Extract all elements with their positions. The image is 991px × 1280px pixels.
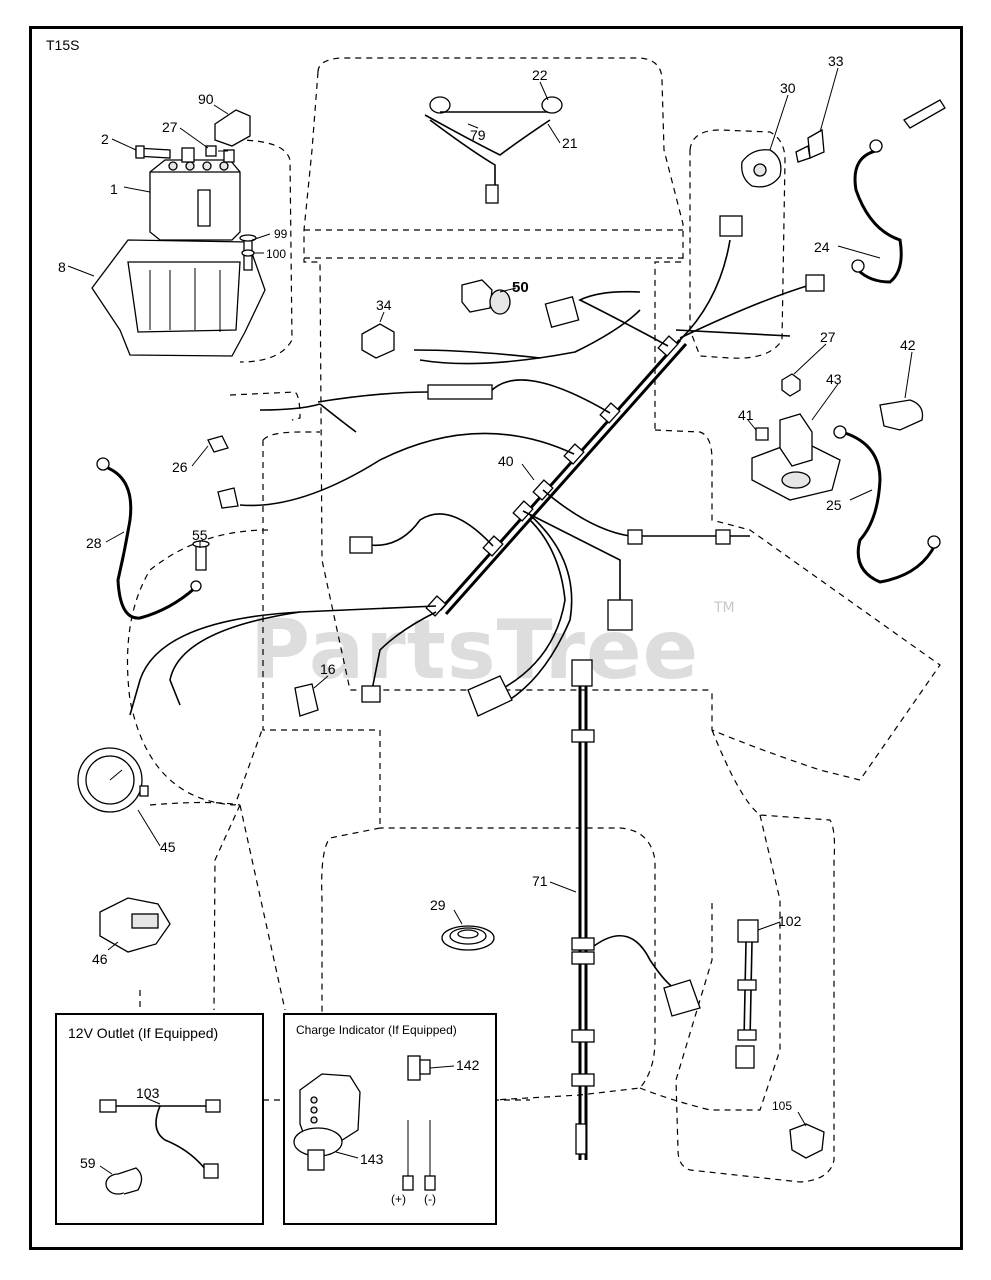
- inset-charge-indicator-title: Charge Indicator (If Equipped): [296, 1023, 457, 1037]
- battery: [149, 147, 241, 241]
- callout-79: 79: [470, 127, 486, 143]
- starter-solenoid: [751, 413, 841, 501]
- callout-8: 8: [58, 259, 66, 275]
- callout-26: 26: [172, 459, 188, 475]
- hour-meter: [99, 897, 171, 953]
- ground-bolt-55: [192, 540, 210, 571]
- callout-103: 103: [136, 1085, 160, 1101]
- callout-21: 21: [562, 135, 578, 151]
- diode-105: [789, 1123, 825, 1159]
- callout-99: 99: [274, 227, 288, 241]
- callout-42: 42: [900, 337, 916, 353]
- terminal-boot: [879, 399, 924, 431]
- callout-40: 40: [498, 453, 514, 469]
- ground-cable-24: [851, 99, 946, 284]
- diagram-code: T15S: [46, 37, 79, 53]
- callouts: 1 2 8 16 21 22 24 25 26 27 27 28 29 30 3…: [58, 53, 916, 1171]
- main-harness: [129, 215, 825, 717]
- terminal-cover-90: [214, 109, 251, 147]
- solenoid-50: [461, 279, 511, 315]
- tractor-outline: [126, 57, 941, 1183]
- callout-105: 105: [772, 1099, 792, 1113]
- callout-90: 90: [198, 91, 214, 107]
- callout-142: 142: [456, 1057, 480, 1073]
- callout-16: 16: [320, 661, 336, 677]
- callout-46: 46: [92, 951, 108, 967]
- callout-34: 34: [376, 297, 392, 313]
- callout-25: 25: [826, 497, 842, 513]
- fuse-holder-102: [735, 919, 759, 1069]
- callout-33: 33: [828, 53, 844, 69]
- pto-switch: [294, 683, 319, 717]
- callout-100: 100: [266, 247, 286, 261]
- callout-55: 55: [192, 527, 208, 543]
- callout-29: 29: [430, 897, 446, 913]
- ground-cable-28: [96, 457, 202, 620]
- callout-27a: 27: [162, 119, 178, 135]
- callout-102: 102: [778, 913, 802, 929]
- fuse: [207, 435, 229, 453]
- outlet-harness-103: [99, 1099, 221, 1179]
- watermark-tm: TM: [713, 600, 735, 616]
- positive-cable-25: [833, 425, 941, 584]
- solenoid-bolt: [755, 427, 769, 441]
- wire-coil-29: [441, 925, 495, 951]
- plus-terminal-label: (+): [391, 1192, 406, 1206]
- callout-27b: 27: [820, 329, 836, 345]
- callout-1: 1: [110, 181, 118, 197]
- leader-lines: [67, 67, 913, 1175]
- callout-43: 43: [826, 371, 842, 387]
- callout-59: 59: [80, 1155, 96, 1171]
- callout-71: 71: [532, 873, 548, 889]
- minus-terminal-label: (-): [424, 1192, 436, 1206]
- diagram-frame: [29, 26, 963, 1250]
- switch-34: [361, 323, 395, 359]
- outlet-socket-59: [105, 1167, 143, 1195]
- inset-12v-outlet: [55, 1013, 264, 1225]
- callout-45: 45: [160, 839, 176, 855]
- callout-143: 143: [360, 1151, 384, 1167]
- callout-30: 30: [780, 80, 796, 96]
- callout-2: 2: [101, 131, 109, 147]
- battery-bolt: [135, 145, 171, 159]
- callout-22: 22: [532, 67, 548, 83]
- inset-12v-outlet-title: 12V Outlet (If Equipped): [68, 1025, 218, 1041]
- charge-indicator-143: [293, 1073, 361, 1171]
- ignition-switch: [741, 149, 782, 188]
- headlight-harness: [424, 96, 563, 204]
- nut-27b: [781, 373, 801, 397]
- charge-connector-142: [402, 1055, 436, 1191]
- callout-41: 41: [738, 407, 754, 423]
- nut-27a: [205, 145, 228, 157]
- seat-switch-harness: [571, 659, 701, 1160]
- ignition-clip: [795, 128, 825, 163]
- ammeter: [77, 747, 149, 813]
- battery-box: [91, 239, 266, 357]
- callout-50: 50: [512, 279, 529, 296]
- callout-28: 28: [86, 535, 102, 551]
- callout-24: 24: [814, 239, 830, 255]
